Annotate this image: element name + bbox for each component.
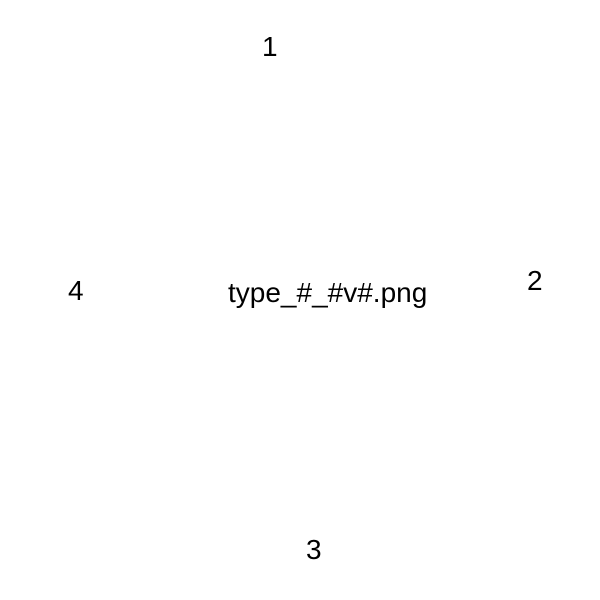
position-label-left: 4 — [68, 275, 84, 306]
filename-pattern-label: type_#_#v#.png — [228, 277, 428, 308]
position-label-right: 2 — [527, 265, 543, 296]
position-label-top: 1 — [262, 31, 278, 62]
position-label-bottom: 3 — [306, 534, 322, 565]
